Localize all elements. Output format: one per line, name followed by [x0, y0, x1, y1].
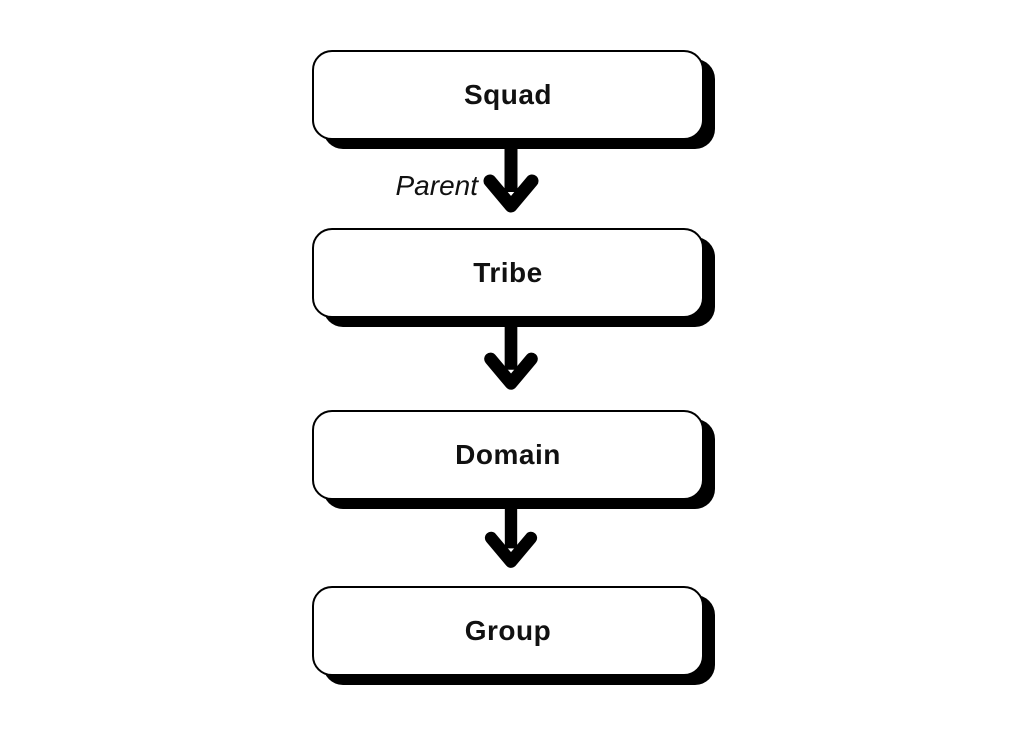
node-group-label: Group — [464, 615, 552, 646]
arrow-down-icon — [484, 499, 538, 568]
arrow-down-icon — [484, 319, 538, 390]
node-tribe: Tribe — [312, 228, 704, 318]
edge-parent-label: Parent — [395, 170, 479, 201]
node-domain: Domain — [312, 410, 704, 500]
arrow-down-icon — [483, 140, 539, 213]
node-group: Group — [312, 586, 704, 676]
node-squad-label: Squad — [463, 79, 553, 110]
node-squad: Squad — [312, 50, 704, 140]
node-tribe-label: Tribe — [473, 257, 543, 288]
node-domain-label: Domain — [455, 439, 561, 470]
